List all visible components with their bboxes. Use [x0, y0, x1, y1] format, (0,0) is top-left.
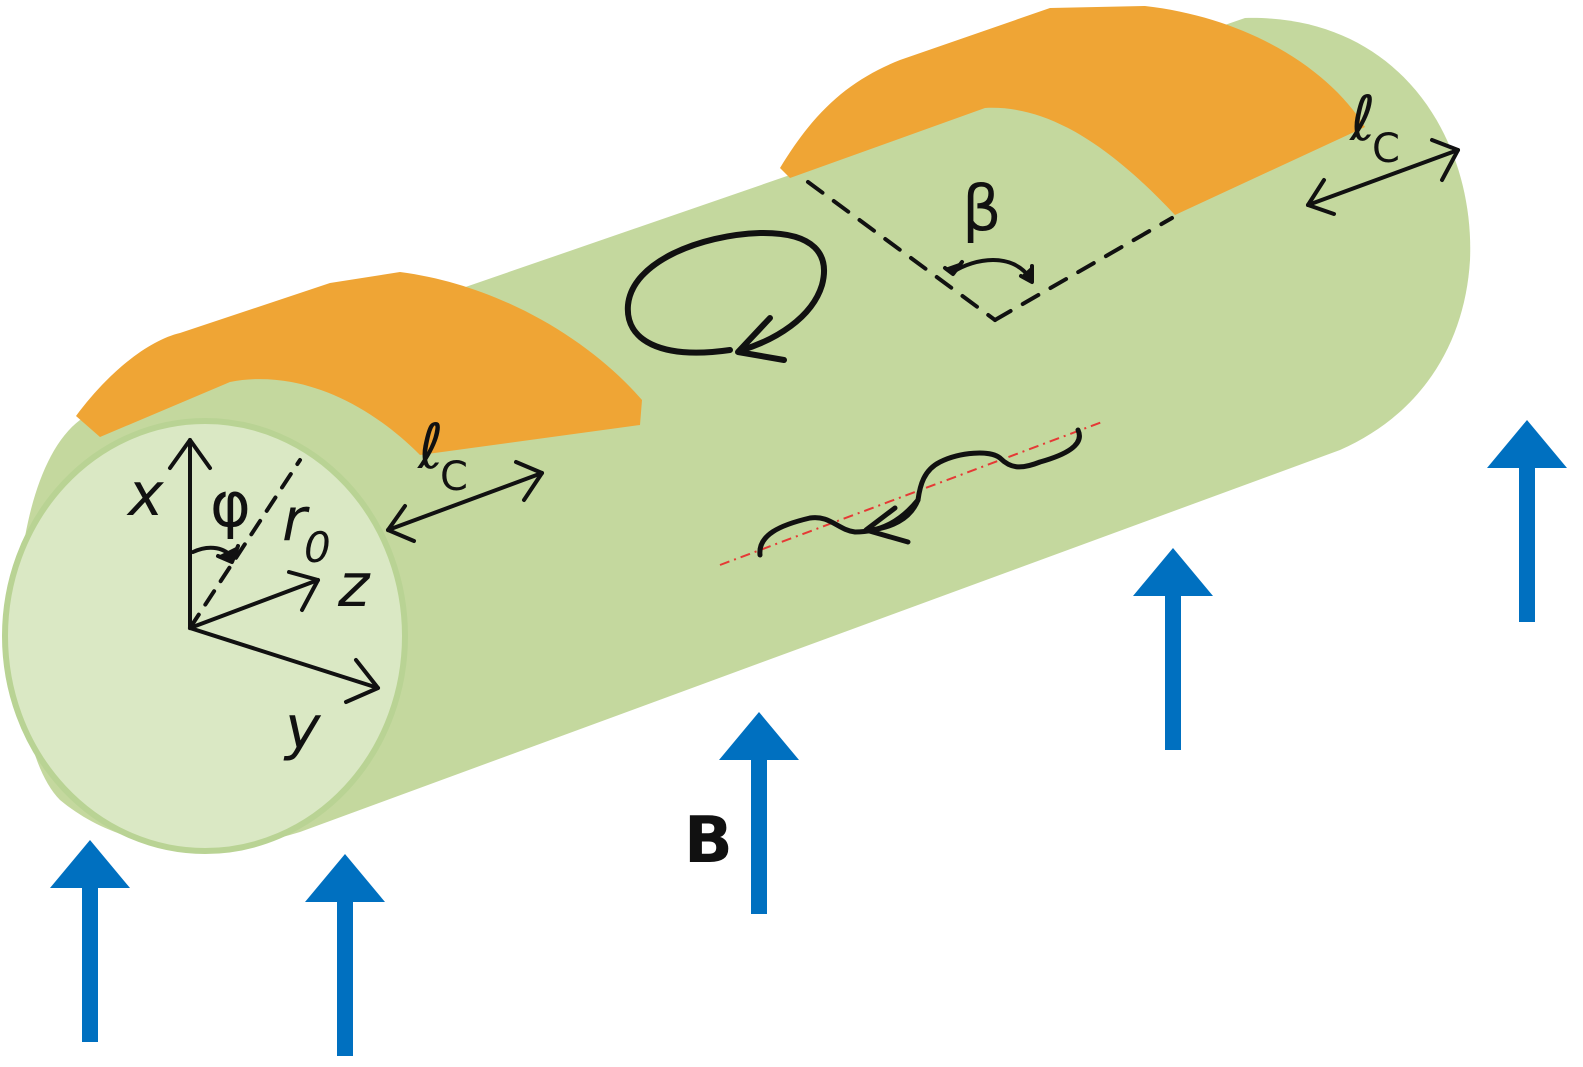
z-axis-arrowhead	[287, 570, 320, 612]
lc-arrow-left	[386, 471, 544, 532]
radius-subscript: 0	[304, 523, 331, 572]
beta-label: β	[962, 172, 1002, 245]
beta-dashed-line-left	[806, 180, 997, 322]
lc-arrowhead-left-b	[514, 460, 544, 502]
helical-orbit-arrow-icon	[757, 427, 1082, 558]
x-axis-arrowhead	[168, 438, 212, 470]
magnetic-field-arrows	[50, 420, 1567, 1056]
beta-arrowhead-left	[943, 260, 964, 276]
radius-dashed-line	[188, 458, 302, 630]
upward-arrow-icon	[1133, 548, 1213, 750]
lc-left-label: ℓ	[417, 410, 444, 483]
upward-arrow-icon	[305, 854, 385, 1056]
lc-arrowhead-right-b	[1430, 138, 1460, 182]
axis-y-label: y	[283, 693, 322, 763]
upward-arrow-icon	[719, 712, 799, 914]
lc-arrowhead-left-a	[386, 504, 416, 543]
beta-dashed-line-right	[993, 216, 1174, 322]
field-label: B	[684, 804, 733, 878]
contact-patch-right	[780, 6, 1365, 215]
y-axis-arrowhead	[344, 658, 380, 704]
coordinate-axes	[168, 438, 380, 704]
axis-z-label: z	[337, 551, 371, 621]
cylinder-end-face	[2, 418, 408, 854]
beta-arrowhead-right	[1019, 264, 1034, 284]
length-arrows	[386, 138, 1460, 543]
beta-angle	[806, 180, 1174, 322]
lc-arrowhead-right-a	[1306, 178, 1336, 216]
lc-right-label: ℓ	[1349, 82, 1376, 155]
phi-angle-arrowhead	[216, 544, 240, 564]
contact-patch-left	[76, 272, 642, 455]
circular-orbit-arrow-icon	[624, 229, 827, 363]
phi-label: φ	[210, 468, 251, 541]
lc-left-subscript: C	[440, 454, 468, 500]
upward-arrow-icon	[1487, 420, 1567, 622]
z-axis-line	[188, 578, 320, 630]
lc-arrow-right	[1306, 148, 1460, 207]
lc-right-subscript: C	[1372, 126, 1400, 172]
axis-x-label: x	[126, 460, 164, 530]
radius-label: r	[282, 485, 310, 555]
trajectory-axis-line	[719, 421, 1103, 566]
y-axis-line	[188, 626, 380, 690]
upward-arrow-icon	[50, 840, 130, 1042]
beta-angle-arc	[951, 258, 1032, 280]
